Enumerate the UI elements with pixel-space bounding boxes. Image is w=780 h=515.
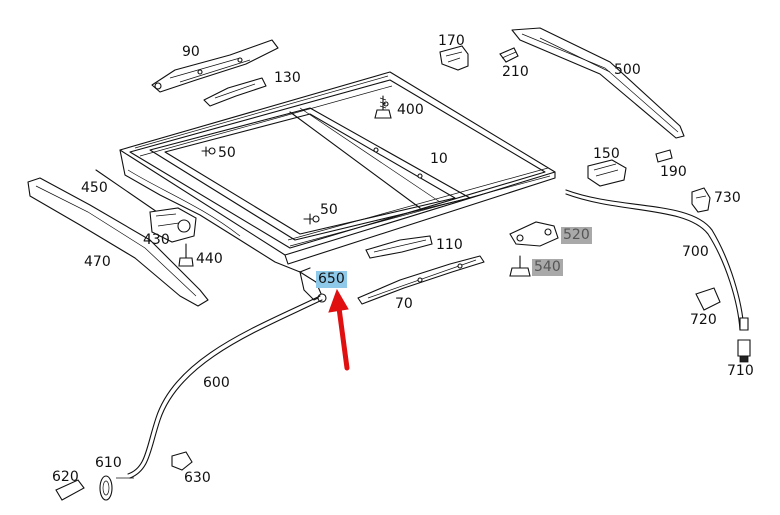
part-label-440[interactable]: 440 bbox=[196, 251, 223, 267]
part-50a-clip-drawing bbox=[201, 146, 216, 157]
part-710-drawing bbox=[737, 339, 751, 363]
part-10-frame-drawing bbox=[119, 71, 556, 273]
part-400-screw-drawing bbox=[374, 95, 392, 119]
part-470-seal-drawing bbox=[27, 177, 209, 307]
part-label-50-upper[interactable]: 50 bbox=[218, 145, 236, 161]
part-label-620[interactable]: 620 bbox=[52, 469, 79, 485]
part-700-hose-drawing bbox=[565, 189, 749, 331]
part-label-630[interactable]: 630 bbox=[184, 470, 211, 486]
part-610-drawing bbox=[99, 475, 113, 501]
part-150-drawing bbox=[587, 159, 627, 187]
part-630-drawing bbox=[171, 451, 193, 471]
part-label-500[interactable]: 500 bbox=[614, 62, 641, 78]
part-110-drawing bbox=[365, 235, 433, 259]
part-label-600[interactable]: 600 bbox=[203, 375, 230, 391]
part-label-90[interactable]: 90 bbox=[182, 44, 200, 60]
part-450-cable-drawing bbox=[95, 169, 161, 215]
part-130-drawing bbox=[203, 77, 267, 107]
part-label-540[interactable]: 540 bbox=[532, 259, 563, 276]
part-label-720[interactable]: 720 bbox=[690, 312, 717, 328]
part-label-130[interactable]: 130 bbox=[274, 70, 301, 86]
part-label-700[interactable]: 700 bbox=[682, 244, 709, 260]
part-label-110[interactable]: 110 bbox=[436, 237, 463, 253]
part-90-drawing bbox=[151, 39, 279, 93]
part-440-screw-drawing bbox=[178, 243, 194, 267]
part-70-rail-drawing bbox=[357, 255, 485, 305]
part-50b-clip-drawing bbox=[303, 213, 320, 225]
part-label-610[interactable]: 610 bbox=[95, 455, 122, 471]
part-label-150[interactable]: 150 bbox=[593, 146, 620, 162]
part-label-470[interactable]: 470 bbox=[84, 254, 111, 270]
part-label-520[interactable]: 520 bbox=[561, 227, 592, 244]
part-label-50-lower[interactable]: 50 bbox=[320, 202, 338, 218]
part-430-motor-drawing bbox=[149, 207, 197, 243]
part-600-hose-drawing bbox=[116, 295, 323, 479]
part-170-drawing bbox=[439, 45, 469, 71]
part-540-screw-drawing bbox=[509, 255, 531, 277]
part-720-drawing bbox=[695, 287, 721, 311]
part-label-210[interactable]: 210 bbox=[502, 64, 529, 80]
part-190-drawing bbox=[655, 149, 673, 163]
part-label-730[interactable]: 730 bbox=[714, 190, 741, 206]
part-label-190[interactable]: 190 bbox=[660, 164, 687, 180]
part-500-rail-drawing bbox=[511, 27, 685, 139]
part-730-drawing bbox=[691, 187, 711, 213]
part-520-drawing bbox=[509, 221, 559, 247]
part-label-450[interactable]: 450 bbox=[81, 180, 108, 196]
part-label-710[interactable]: 710 bbox=[727, 363, 754, 379]
part-label-430[interactable]: 430 bbox=[143, 232, 170, 248]
part-label-70[interactable]: 70 bbox=[395, 296, 413, 312]
part-210-drawing bbox=[499, 47, 519, 63]
part-label-650-highlighted[interactable]: 650 bbox=[316, 271, 347, 288]
part-620-drawing bbox=[55, 479, 85, 501]
part-label-170[interactable]: 170 bbox=[438, 33, 465, 49]
part-label-400[interactable]: 400 bbox=[397, 102, 424, 118]
highlight-arrow bbox=[328, 288, 350, 371]
part-label-10[interactable]: 10 bbox=[430, 151, 448, 167]
